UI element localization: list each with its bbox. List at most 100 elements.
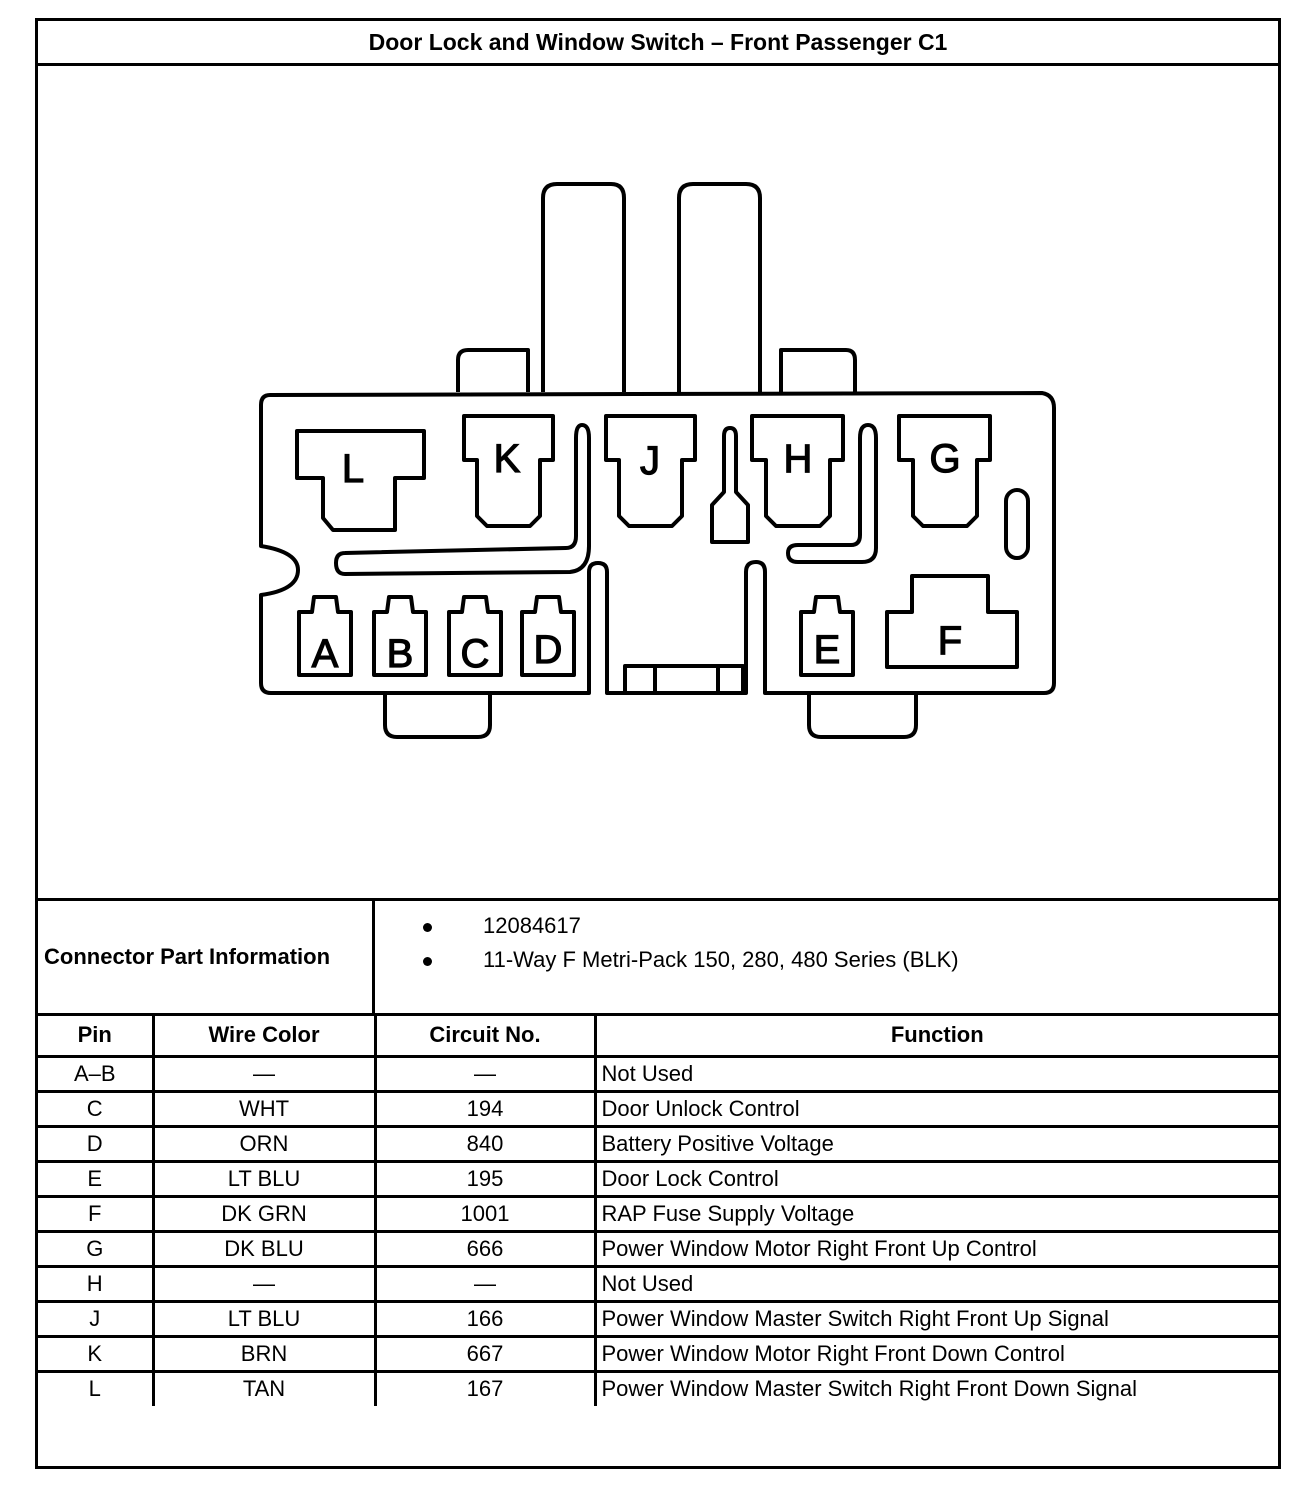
cell-pin: H bbox=[38, 1264, 155, 1303]
cell-circuit: 1001 bbox=[373, 1194, 597, 1233]
table-row: H——Not Used bbox=[38, 1264, 1278, 1303]
col-header-function: Function bbox=[593, 1016, 1278, 1058]
cell-wire-color: TAN bbox=[151, 1369, 377, 1406]
guide-tab-right bbox=[779, 348, 857, 392]
bottom-key-right bbox=[807, 693, 918, 739]
bottom-key-left bbox=[383, 693, 492, 739]
cell-circuit: 840 bbox=[373, 1124, 597, 1163]
divider-rail-right bbox=[786, 423, 878, 564]
pin-label-L: L bbox=[342, 447, 364, 491]
pin-label-E: E bbox=[814, 628, 841, 672]
cell-wire-color: — bbox=[151, 1056, 377, 1093]
cell-function: Door Unlock Control bbox=[593, 1089, 1278, 1128]
cell-function: Power Window Master Switch Right Front U… bbox=[593, 1299, 1278, 1338]
latch-tab-left bbox=[541, 182, 626, 392]
bullet-icon bbox=[423, 957, 432, 966]
pin-label-F: F bbox=[938, 619, 962, 663]
pin-label-D: D bbox=[534, 628, 563, 672]
page-title: Door Lock and Window Switch – Front Pass… bbox=[38, 21, 1278, 66]
cavity-C bbox=[447, 595, 503, 677]
connector-diagram: L K J H G A B C D E F bbox=[38, 66, 1278, 898]
cell-wire-color: WHT bbox=[151, 1089, 377, 1128]
part-info-label: Connector Part Information bbox=[38, 901, 375, 1013]
part-number: 12084617 bbox=[483, 913, 581, 938]
connector-description: 11-Way F Metri-Pack 150, 280, 480 Series… bbox=[483, 947, 959, 972]
connector-sheet: Door Lock and Window Switch – Front Pass… bbox=[35, 18, 1281, 1469]
connector-face-drawing: L K J H G A B C D E F bbox=[259, 182, 1056, 739]
cell-function: Power Window Motor Right Front Down Cont… bbox=[593, 1334, 1278, 1373]
cell-function: Power Window Master Switch Right Front D… bbox=[593, 1369, 1278, 1406]
cell-wire-color: LT BLU bbox=[151, 1299, 377, 1338]
latch-tab-right bbox=[677, 182, 762, 392]
cell-pin: F bbox=[38, 1194, 155, 1233]
pin-label-B: B bbox=[387, 632, 414, 676]
cell-circuit: 194 bbox=[373, 1089, 597, 1128]
cell-circuit: — bbox=[373, 1264, 597, 1303]
cell-wire-color: DK GRN bbox=[151, 1194, 377, 1233]
cell-function: Power Window Motor Right Front Up Contro… bbox=[593, 1229, 1278, 1268]
divider-rail bbox=[334, 423, 591, 576]
cell-circuit: 167 bbox=[373, 1369, 597, 1406]
connector-housing bbox=[259, 391, 1056, 695]
cavity-J bbox=[604, 414, 697, 528]
pin-label-K: K bbox=[494, 437, 521, 481]
pin-label-J: J bbox=[640, 439, 660, 483]
col-header-circuit: Circuit No. bbox=[373, 1016, 597, 1058]
cell-circuit: 195 bbox=[373, 1159, 597, 1198]
cavity-F bbox=[885, 574, 1019, 669]
cavity-E bbox=[799, 595, 855, 677]
cell-pin: K bbox=[38, 1334, 155, 1373]
cell-pin: E bbox=[38, 1159, 155, 1198]
cell-function: Not Used bbox=[593, 1056, 1278, 1093]
cell-circuit: 166 bbox=[373, 1299, 597, 1338]
cavity-D bbox=[520, 595, 576, 677]
part-info-item: 11-Way F Metri-Pack 150, 280, 480 Series… bbox=[423, 947, 959, 973]
cell-function: Battery Positive Voltage bbox=[593, 1124, 1278, 1163]
cell-pin: G bbox=[38, 1229, 155, 1268]
col-header-wire-color: Wire Color bbox=[151, 1016, 377, 1058]
cavity-A bbox=[297, 595, 353, 677]
cell-wire-color: ORN bbox=[151, 1124, 377, 1163]
cavity-K bbox=[462, 414, 555, 528]
polarization-slot bbox=[1004, 488, 1030, 560]
pin-label-C: C bbox=[461, 632, 490, 676]
cavity-H bbox=[750, 414, 845, 528]
cell-function: RAP Fuse Supply Voltage bbox=[593, 1194, 1278, 1233]
cell-circuit: 666 bbox=[373, 1229, 597, 1268]
pin-label-G: G bbox=[929, 437, 960, 481]
table-header-row: Pin Wire Color Circuit No. Function bbox=[38, 1016, 1278, 1058]
cell-pin: L bbox=[38, 1369, 155, 1406]
cell-function: Not Used bbox=[593, 1264, 1278, 1303]
cell-wire-color: — bbox=[151, 1264, 377, 1303]
cell-pin: D bbox=[38, 1124, 155, 1163]
cell-pin: J bbox=[38, 1299, 155, 1338]
table-row: A–B——Not Used bbox=[38, 1056, 1278, 1093]
polarization-peg bbox=[710, 426, 750, 544]
pinout-table: Pin Wire Color Circuit No. Function A–B—… bbox=[38, 1016, 1278, 1406]
cell-pin: A–B bbox=[38, 1056, 155, 1093]
part-info-list: 12084617 11-Way F Metri-Pack 150, 280, 4… bbox=[375, 901, 1278, 1013]
cell-wire-color: DK BLU bbox=[151, 1229, 377, 1268]
connector-part-information: Connector Part Information 12084617 11-W… bbox=[38, 898, 1278, 1016]
center-notch bbox=[623, 664, 745, 693]
cavity-B bbox=[372, 595, 428, 677]
pin-label-A: A bbox=[312, 632, 339, 676]
cell-circuit: 667 bbox=[373, 1334, 597, 1373]
cell-function: Door Lock Control bbox=[593, 1159, 1278, 1198]
part-info-item: 12084617 bbox=[423, 913, 581, 939]
bullet-icon bbox=[423, 923, 432, 932]
cell-wire-color: LT BLU bbox=[151, 1159, 377, 1198]
col-header-pin: Pin bbox=[38, 1016, 155, 1058]
pin-label-H: H bbox=[784, 437, 813, 481]
cell-circuit: — bbox=[373, 1056, 597, 1093]
cell-wire-color: BRN bbox=[151, 1334, 377, 1373]
